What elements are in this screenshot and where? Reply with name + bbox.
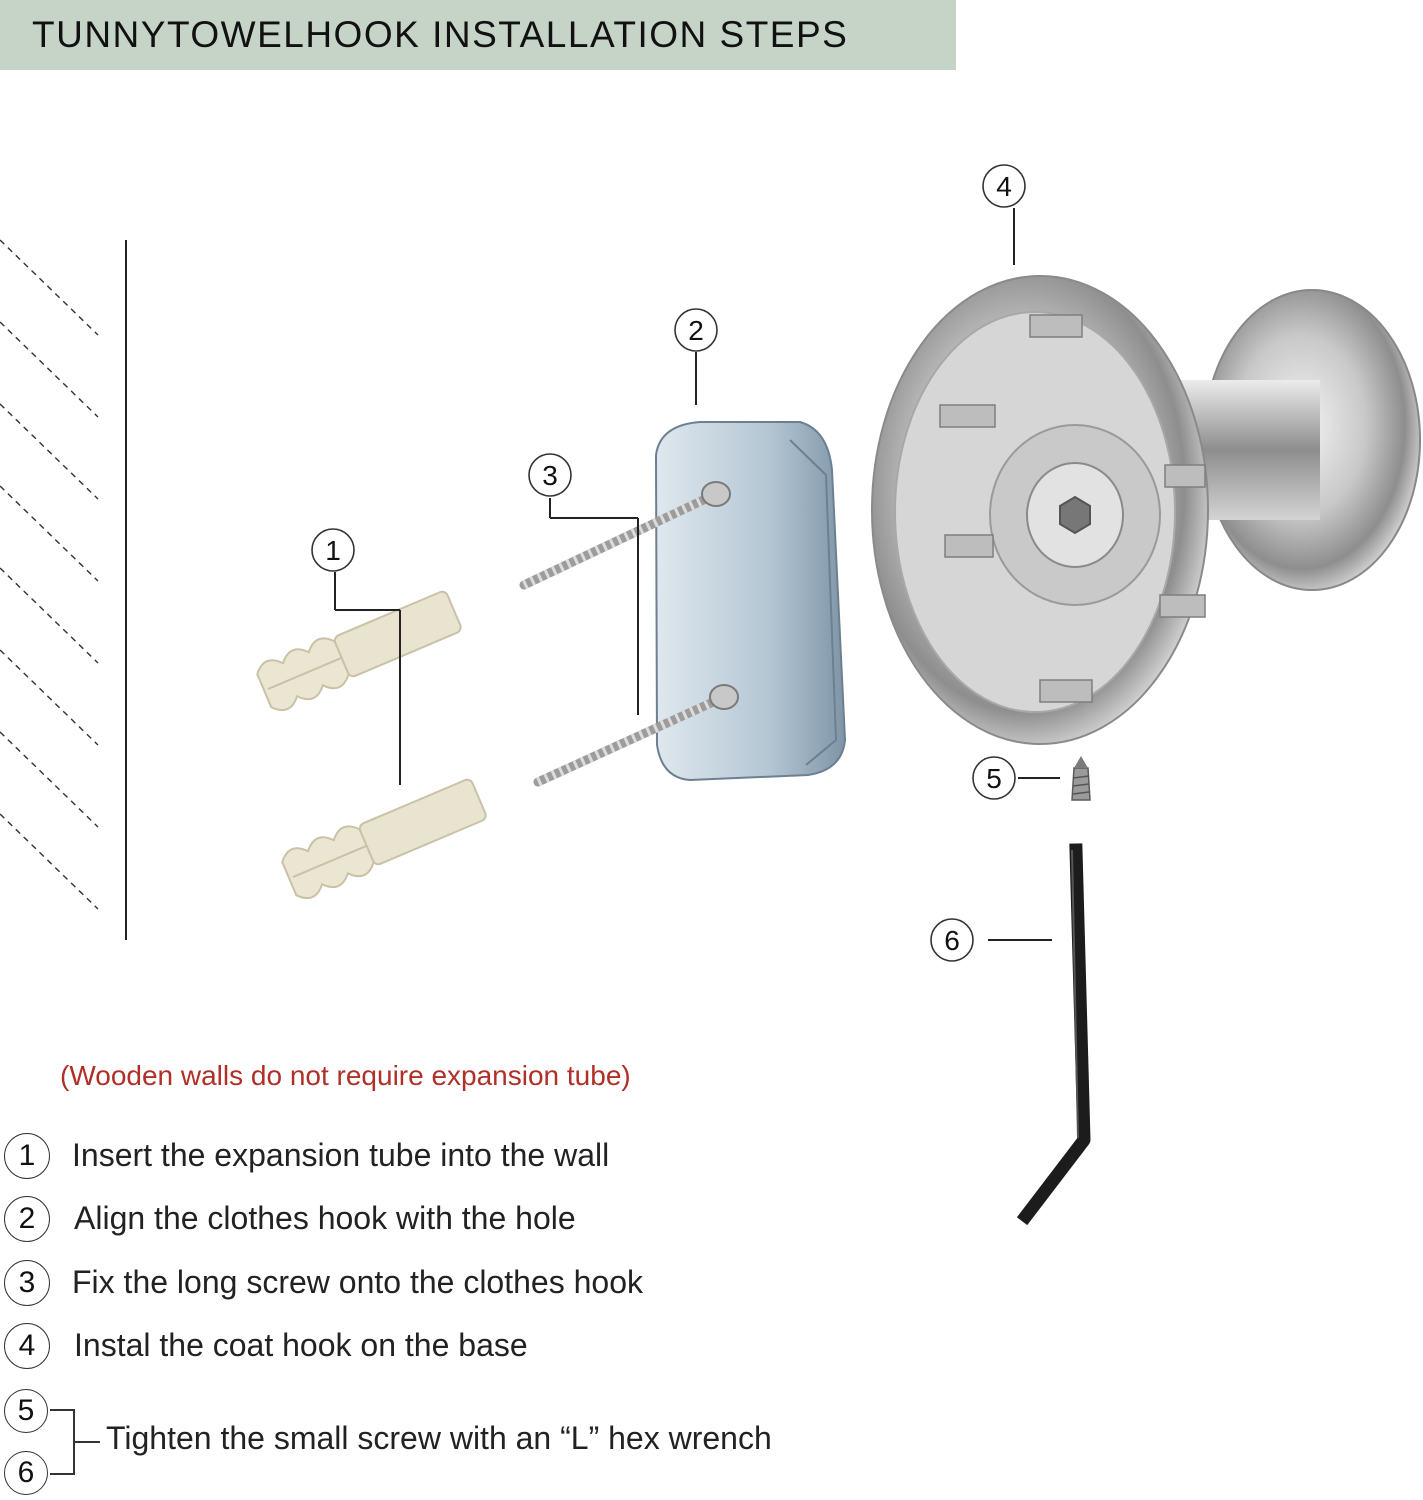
set-screw-icon — [1071, 756, 1091, 801]
step-number: 2 — [4, 1196, 50, 1242]
step-5-6-text: Tighten the small screw with an “L” hex … — [106, 1420, 772, 1456]
step-text: Insert the expansion tube into the wall — [72, 1137, 610, 1173]
hex-wrench-icon — [1016, 843, 1091, 1226]
base-plate-icon — [654, 421, 847, 782]
svg-text:1: 1 — [325, 535, 341, 566]
callout-4: 4 — [982, 164, 1026, 208]
coat-hook-icon — [871, 275, 1421, 745]
callout-2: 2 — [674, 308, 718, 352]
svg-text:6: 6 — [944, 925, 960, 956]
title-banner: TUNNYTOWELHOOK INSTALLATION STEPS — [0, 0, 956, 70]
step-6-number: 6 — [4, 1451, 48, 1495]
step-number: 3 — [4, 1260, 50, 1306]
step-text: Instal the coat hook on the base — [74, 1327, 528, 1363]
callout-6: 6 — [930, 918, 974, 962]
long-screw-icon — [519, 481, 731, 590]
long-screw-icon — [533, 684, 739, 787]
callout-1: 1 — [311, 528, 355, 572]
page-title: TUNNYTOWELHOOK INSTALLATION STEPS — [32, 14, 849, 55]
svg-text:4: 4 — [996, 171, 1012, 202]
callout-leaders — [334, 208, 1060, 941]
callout-3: 3 — [528, 453, 572, 497]
svg-text:5: 5 — [986, 763, 1002, 794]
step-5-number: 5 — [4, 1389, 48, 1433]
step-number: 1 — [4, 1133, 50, 1179]
step-5-6-bracket — [50, 1409, 100, 1475]
wall-anchor-icon — [256, 590, 462, 712]
step-text: Fix the long screw onto the clothes hook — [72, 1264, 643, 1300]
svg-text:2: 2 — [688, 315, 704, 346]
wooden-wall-note: (Wooden walls do not require expansion t… — [60, 1060, 631, 1091]
step-text: Align the clothes hook with the hole — [74, 1200, 576, 1236]
step-number: 4 — [4, 1323, 50, 1369]
exploded-diagram: 1 2 3 4 5 6 — [0, 164, 1421, 962]
wall-hatch — [0, 239, 99, 910]
svg-text:3: 3 — [542, 460, 558, 491]
callout-5: 5 — [972, 756, 1016, 800]
wall-anchor-icon — [281, 778, 487, 900]
